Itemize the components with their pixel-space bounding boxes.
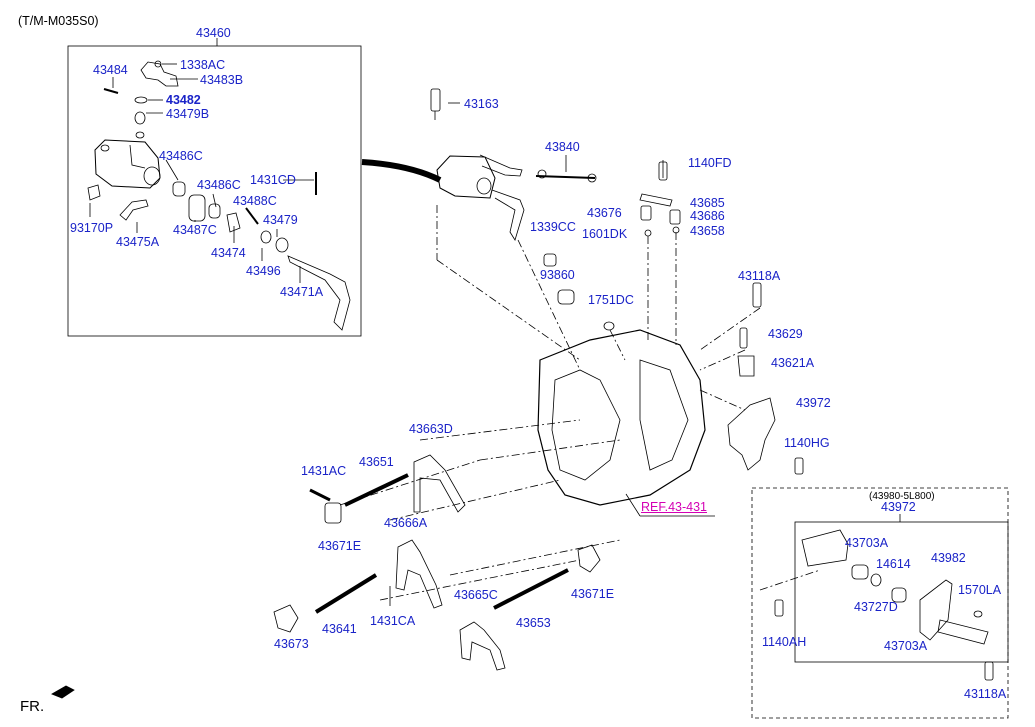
label-1751dc: 1751DC xyxy=(588,293,634,307)
label-43479: 43479 xyxy=(263,213,298,227)
control-housing-shape xyxy=(94,139,161,189)
label-93860: 93860 xyxy=(540,268,575,282)
label-43163: 43163 xyxy=(464,97,499,111)
label-43118a-top: 43118A xyxy=(738,269,781,283)
label-1431cd: 1431CD xyxy=(250,173,296,187)
label-43673: 43673 xyxy=(274,637,309,651)
label-43486c-b: 43486C xyxy=(197,178,241,192)
label-43496: 43496 xyxy=(246,264,281,278)
label-43484: 43484 xyxy=(93,63,128,77)
label-43474: 43474 xyxy=(211,246,246,260)
label-1431ca: 1431CA xyxy=(370,614,416,628)
label-43685: 43685 xyxy=(690,196,725,210)
label-93170p: 93170P xyxy=(70,221,114,235)
label-1338ac: 1338AC xyxy=(180,58,226,72)
kit-code: (43980-5L800) xyxy=(869,491,935,502)
label-43666a: 43666A xyxy=(384,516,428,530)
label-43651: 43651 xyxy=(359,455,394,469)
label-43972-kit: 43972 xyxy=(881,500,916,514)
label-43727d: 43727D xyxy=(854,600,898,614)
ref-link[interactable]: REF.43-431 xyxy=(641,500,708,514)
label-43488c: 43488C xyxy=(233,194,277,208)
label-43686: 43686 xyxy=(690,209,725,223)
label-1601dk: 1601DK xyxy=(582,227,628,241)
label-43471a: 43471A xyxy=(280,285,324,299)
assembly-box xyxy=(67,45,362,337)
model-code: (T/M-M035S0) xyxy=(18,14,99,28)
label-43460: 43460 xyxy=(196,26,231,40)
label-43982: 43982 xyxy=(931,551,966,565)
label-43676: 43676 xyxy=(587,206,622,220)
label-1140ah: 1140AH xyxy=(762,635,807,649)
label-43665c: 43665C xyxy=(454,588,498,602)
label-43663d: 43663D xyxy=(409,422,453,436)
label-43840: 43840 xyxy=(545,140,580,154)
label-43972: 43972 xyxy=(796,396,831,410)
label-1140hg: 1140HG xyxy=(784,436,830,450)
label-43658: 43658 xyxy=(690,224,725,238)
label-43671e-left: 43671E xyxy=(318,539,362,553)
label-43486c-a: 43486C xyxy=(159,149,203,163)
label-43479b: 43479B xyxy=(166,107,210,121)
label-1339cc: 1339CC xyxy=(530,220,576,234)
front-indicator: FR. xyxy=(20,698,45,715)
label-43475a: 43475A xyxy=(116,235,160,249)
label-1140fd: 1140FD xyxy=(688,156,732,170)
label-43629: 43629 xyxy=(768,327,803,341)
label-43703a-bot: 43703A xyxy=(884,639,928,653)
label-1570la: 1570LA xyxy=(958,583,1002,597)
label-43641: 43641 xyxy=(322,622,357,636)
label-43483b: 43483B xyxy=(200,73,244,87)
label-43487c: 43487C xyxy=(173,223,217,237)
transmission-case-shape xyxy=(537,329,706,506)
label-43671e-right: 43671E xyxy=(571,587,615,601)
label-14614: 14614 xyxy=(876,557,911,571)
label-43482: 43482 xyxy=(166,93,201,107)
label-43703a-top: 43703A xyxy=(845,536,889,550)
label-1431ac: 1431AC xyxy=(301,464,347,478)
label-43653: 43653 xyxy=(516,616,551,630)
label-43118a-bot: 43118A xyxy=(964,687,1007,701)
label-43621a: 43621A xyxy=(771,356,815,370)
